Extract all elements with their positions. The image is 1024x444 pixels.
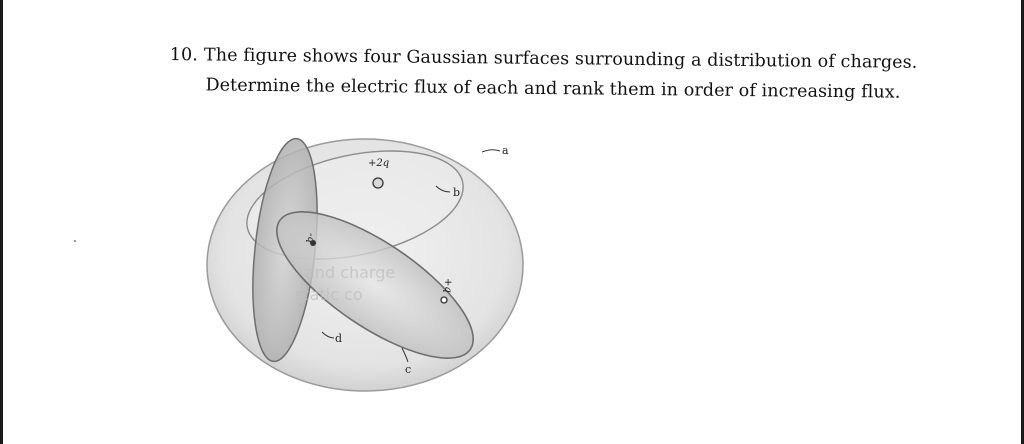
charge-label-plus-2q: +2q	[368, 158, 389, 169]
charge-label-plus-q: +q	[442, 278, 453, 293]
label-a: a	[502, 144, 509, 157]
bleed-through-text-1: and charge	[305, 263, 395, 282]
charge-plus-2q	[372, 177, 384, 189]
leader-d	[321, 331, 335, 339]
question-number: 10.	[169, 44, 199, 66]
charge-plus-q	[440, 296, 448, 304]
label-c: c	[405, 363, 411, 376]
stray-mark	[74, 240, 76, 242]
right-page-border	[1021, 0, 1024, 444]
charge-minus-q	[310, 240, 316, 246]
question-text: 10.The figure shows four Gaussian surfac…	[169, 40, 990, 109]
label-b: b	[453, 186, 460, 199]
leader-c	[401, 347, 409, 363]
question-line-1-text: The figure shows four Gaussian surfaces …	[203, 45, 918, 73]
label-d: d	[335, 332, 342, 345]
charge-label-minus-q: -q	[305, 233, 316, 243]
leader-b	[435, 185, 451, 193]
leader-a	[481, 149, 501, 153]
bleed-through-text-2: static co	[295, 285, 363, 304]
left-page-border	[0, 0, 3, 444]
surface-c	[276, 211, 474, 359]
gaussian-surfaces-figure: and charge static co +2q -q +q a b c d	[206, 137, 524, 392]
